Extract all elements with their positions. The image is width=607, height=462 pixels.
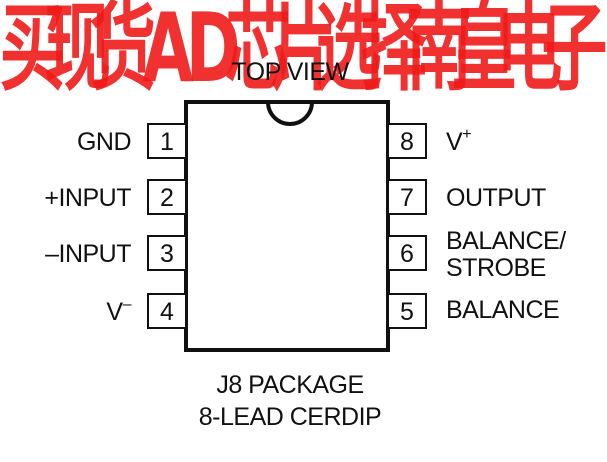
pin-number: 2 (160, 184, 174, 212)
package-name: J8 PACKAGE (216, 371, 363, 399)
pin-number: 5 (400, 298, 414, 326)
pin-number: 3 (160, 240, 174, 268)
watermark-glyph: 电 (496, 0, 562, 104)
pin-label-gnd: GND (77, 128, 131, 156)
pin-label-v-plus: V+ (446, 126, 471, 156)
watermark-glyph: 现 (45, 0, 111, 104)
pin1-notch (266, 101, 314, 126)
watermark-glyph: 南 (406, 0, 472, 104)
pin-label-balance: BALANCE (446, 296, 559, 324)
watermark-glyph: 择 (361, 0, 428, 104)
watermark-glyph: 货 (90, 0, 156, 104)
pin-number: 1 (160, 128, 174, 156)
watermark-glyph: 选 (316, 0, 382, 104)
watermark-glyph: D (186, 0, 241, 104)
watermark-glyph: 子 (541, 0, 607, 104)
top-view-label: TOP VIEW (231, 58, 349, 86)
pin-number: 4 (160, 298, 174, 326)
left-pin-2: 2 (147, 179, 187, 215)
right-pin-5: 5 (387, 293, 427, 329)
left-pin-1: 1 (147, 123, 187, 159)
watermark-glyph: 片 (271, 0, 337, 104)
package-type: 8-LEAD CERDIP (199, 403, 381, 431)
pin-number: 8 (400, 128, 414, 156)
pin-number: 6 (400, 240, 414, 268)
left-pin-4: 4 (147, 293, 187, 329)
right-pin-8: 8 (387, 123, 427, 159)
watermark-glyph: 芯 (225, 0, 291, 104)
pin-label-output: OUTPUT (446, 184, 546, 212)
pin-label-v-minus: V– (106, 296, 131, 326)
pin-label-balance-strobe-line2: STROBE (446, 254, 546, 282)
pin-label-plus-input: +INPUT (44, 184, 131, 212)
watermark-glyph: 买 (0, 0, 66, 104)
right-pin-7: 7 (387, 179, 427, 215)
right-pin-6: 6 (387, 235, 427, 271)
watermark-glyph: A (142, 0, 193, 104)
pin-label-balance-strobe-line1: BALANCE/ (446, 227, 566, 255)
ic-body (184, 100, 390, 352)
left-pin-3: 3 (147, 235, 187, 271)
pin-number: 7 (400, 184, 414, 212)
watermark-glyph: 皇 (451, 0, 517, 104)
pin-label-minus-input: –INPUT (45, 240, 131, 268)
